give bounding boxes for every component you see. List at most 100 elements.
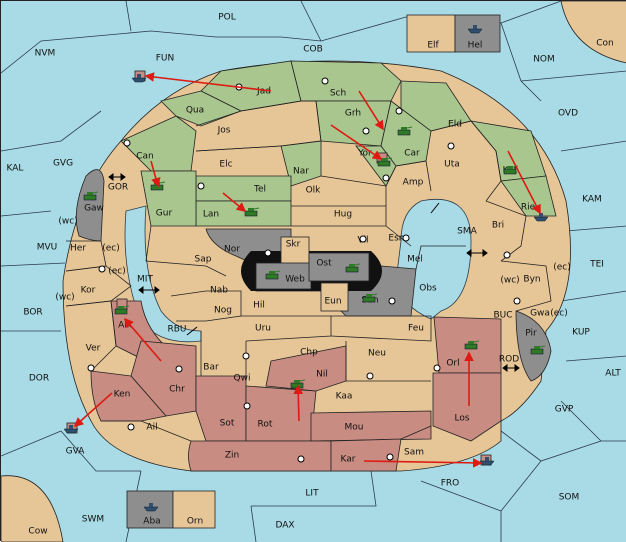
label-rot: Rot: [258, 420, 273, 430]
province-kar[interactable]: [330, 438, 402, 472]
army-unit-icon[interactable]: [397, 126, 413, 136]
label-sam: Sam: [404, 448, 424, 458]
label-mit: MIT: [137, 275, 153, 285]
supply-center: [402, 234, 410, 242]
supply-center: [321, 77, 329, 85]
province-rie[interactable]: [500, 175, 557, 217]
label-aba: Aba: [143, 517, 160, 527]
label-gvg: GVG: [53, 159, 73, 169]
label-wc-2: (wc): [500, 276, 519, 286]
label-lit: LIT: [305, 489, 319, 499]
label-nar: Nar: [293, 167, 309, 177]
label-rod: ROD: [499, 355, 519, 365]
province-chr[interactable]: [130, 340, 197, 417]
army-unit-icon[interactable]: [265, 270, 281, 280]
province-orn[interactable]: [172, 490, 216, 529]
order-arrow: [73, 392, 113, 428]
label-gvp: GVP: [555, 405, 574, 415]
province-web-core[interactable]: [255, 262, 312, 290]
army-unit-icon[interactable]: [83, 191, 99, 201]
label-olk: Olk: [306, 186, 322, 196]
fleet-unit-icon[interactable]: [131, 74, 147, 83]
label-bri: Bri: [492, 221, 504, 231]
supply-center: [386, 453, 394, 461]
supply-center: [98, 265, 106, 273]
province-elf[interactable]: [406, 14, 456, 53]
supply-center: [388, 297, 396, 305]
province-nil[interactable]: [265, 345, 347, 392]
supply-center: [123, 139, 131, 147]
army-unit-icon[interactable]: [377, 157, 393, 167]
label-grh: Grh: [345, 109, 361, 119]
province-rot[interactable]: [245, 385, 317, 442]
label-byn: Byn: [523, 275, 540, 285]
label-qwi: Qwi: [234, 374, 251, 384]
label-los: Los: [454, 414, 469, 424]
label-ec-4: (ec): [550, 309, 568, 319]
label-dor: DOR: [29, 374, 49, 384]
province-hel[interactable]: [454, 14, 501, 53]
fleet-unit-icon[interactable]: [143, 503, 159, 512]
label-tel: Tel: [253, 185, 266, 195]
army-unit-icon[interactable]: [345, 263, 361, 273]
province-ost-core[interactable]: [308, 252, 370, 282]
order-arrow: [507, 150, 541, 215]
label-amp: Amp: [403, 178, 424, 188]
fleet-unit-icon[interactable]: [467, 25, 483, 34]
adjacency-markers: [108, 173, 520, 372]
label-alt: ALT: [605, 369, 621, 379]
army-unit-icon[interactable]: [362, 293, 378, 303]
province-los[interactable]: [432, 372, 502, 442]
fleet-unit-icon[interactable]: [63, 425, 79, 434]
fleet-unit-icon[interactable]: [533, 213, 549, 222]
label-jad: Jad: [256, 87, 271, 97]
label-rie: Rie: [521, 203, 536, 213]
label-som: SOM: [559, 493, 580, 503]
label-nvm: NVM: [35, 49, 56, 59]
province-tel[interactable]: [195, 175, 292, 202]
supply-center: [264, 249, 272, 257]
province-can[interactable]: [120, 115, 197, 172]
province-pir[interactable]: [515, 310, 552, 382]
label-bar: Bar: [203, 363, 219, 373]
supply-center: [447, 142, 455, 150]
order-arrows: [73, 72, 541, 468]
order-arrow: [330, 124, 383, 160]
supply-center: [175, 365, 183, 373]
label-ken: Ken: [114, 390, 131, 400]
label-eld: Eld: [448, 120, 462, 130]
province-eun[interactable]: [320, 282, 349, 312]
province-con[interactable]: [560, 1, 626, 64]
label-obs: Obs: [419, 284, 437, 294]
province-zin[interactable]: [188, 440, 332, 472]
province-sot[interactable]: [195, 375, 247, 442]
province-gaw[interactable]: [75, 169, 105, 242]
army-unit-icon[interactable]: [530, 345, 546, 355]
label-fro: FRO: [441, 479, 460, 489]
army-unit-icon[interactable]: [114, 305, 130, 315]
label-pir: Pir: [525, 329, 537, 339]
label-cow: Cow: [28, 527, 47, 537]
supply-center: [87, 364, 95, 372]
label-kar: Kar: [341, 455, 356, 465]
label-kor: Kor: [81, 286, 96, 296]
army-unit-icon[interactable]: [464, 340, 480, 350]
label-buc: BUC: [493, 311, 512, 321]
label-yor: Yor: [357, 149, 372, 159]
province-sch[interactable]: [290, 60, 402, 102]
sea-sma-inner[interactable]: [395, 199, 472, 320]
label-qua: Qua: [186, 106, 204, 116]
province-skr[interactable]: [280, 236, 310, 266]
supply-center: [382, 174, 390, 182]
province-ken[interactable]: [90, 370, 167, 422]
label-ec-2: (ec): [108, 267, 126, 277]
label-elf: Elf: [427, 41, 439, 51]
label-wc-1: (wc): [58, 217, 77, 227]
label-eun: Eun: [324, 297, 341, 307]
label-ver: Ver: [86, 344, 101, 354]
army-unit-icon[interactable]: [244, 207, 260, 217]
province-mou[interactable]: [310, 410, 432, 442]
supply-center: [503, 251, 511, 259]
